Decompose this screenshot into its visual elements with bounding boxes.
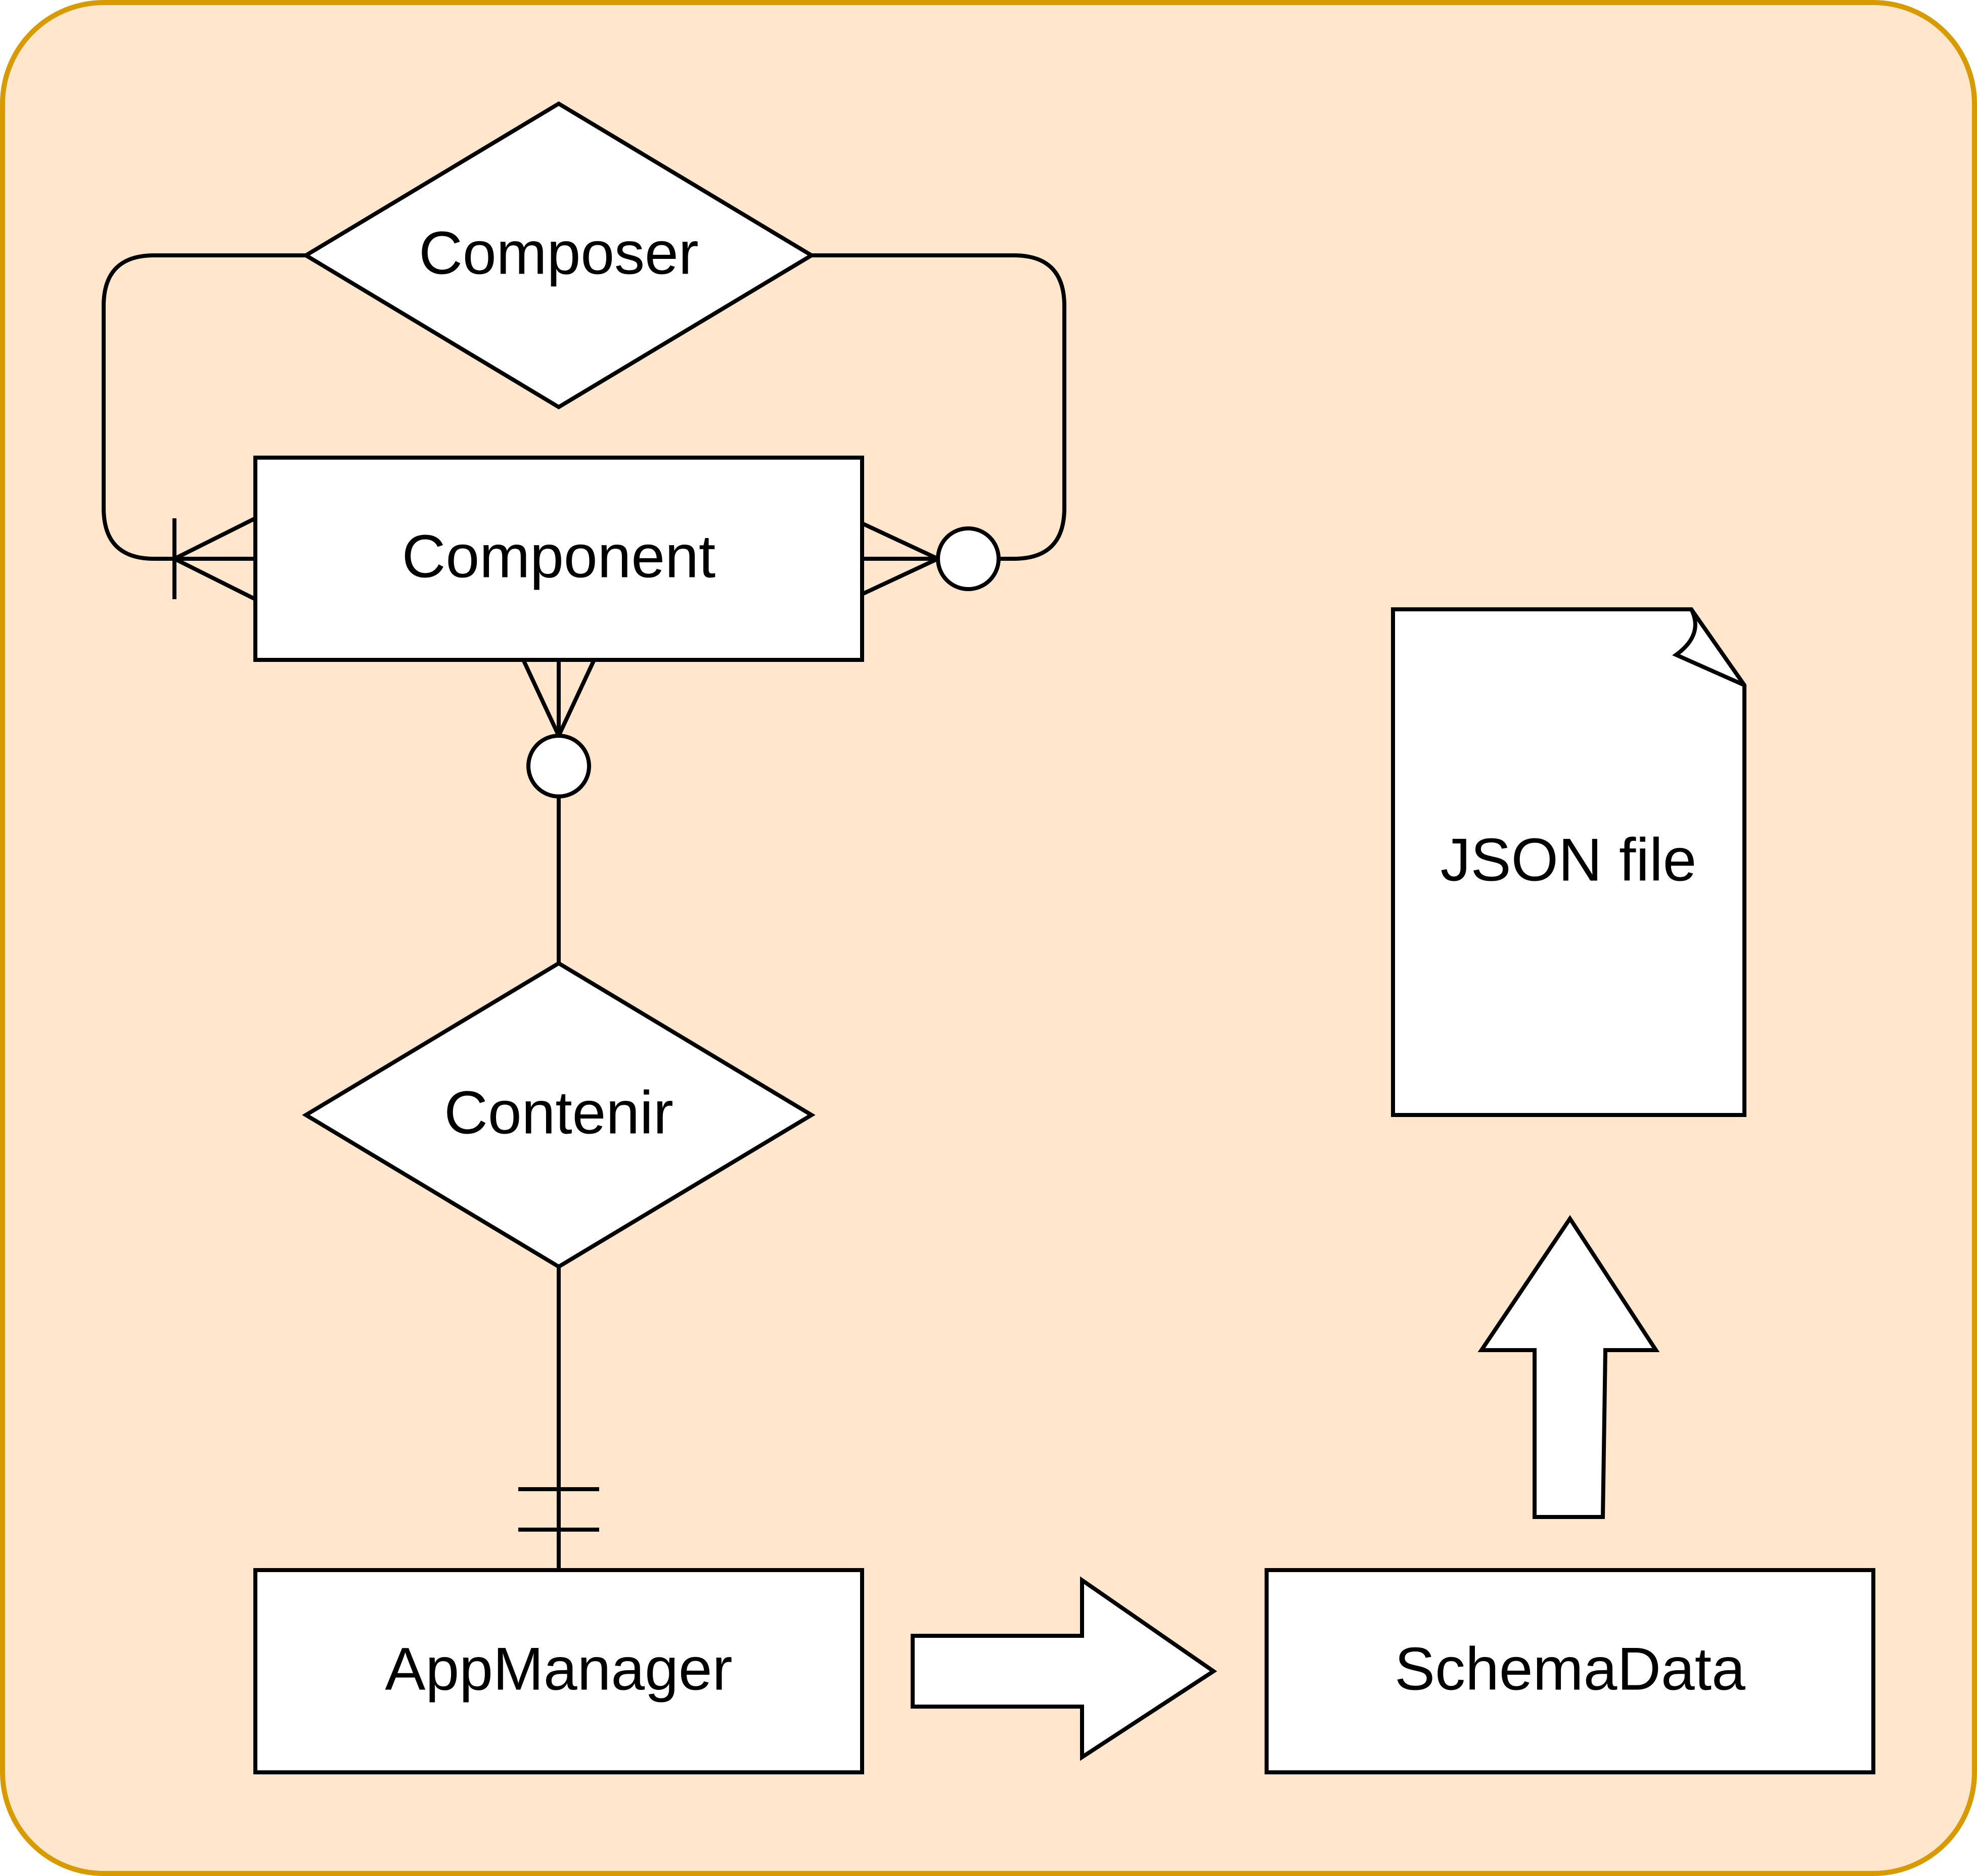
- up-block-arrow: [1477, 1215, 1660, 1519]
- app-manager-label: AppManager: [385, 1635, 732, 1703]
- composer-diamond: [302, 101, 816, 410]
- schema-data-entity: [1265, 1568, 1875, 1774]
- composer-right-connector: [812, 253, 1066, 561]
- right-block-arrow: [911, 1576, 1218, 1761]
- composer-label: Composer: [419, 219, 699, 287]
- crowfoot-mark-left: [170, 516, 256, 601]
- contenir-diamond: [302, 961, 816, 1269]
- component-entity: [253, 456, 864, 662]
- zero-circle-right: [936, 526, 1001, 591]
- contenir-label: Contenir: [444, 1079, 673, 1147]
- json-file-document: [1391, 607, 1746, 1117]
- zero-circle-bottom: [526, 734, 591, 798]
- json-file-label: JSON file: [1441, 826, 1697, 894]
- app-manager-entity: [253, 1568, 864, 1774]
- component-label: Component: [402, 523, 715, 591]
- schema-data-label: SchemaData: [1395, 1635, 1745, 1703]
- page-fold-icon: [1672, 608, 1745, 687]
- composer-left-connector: [102, 253, 306, 561]
